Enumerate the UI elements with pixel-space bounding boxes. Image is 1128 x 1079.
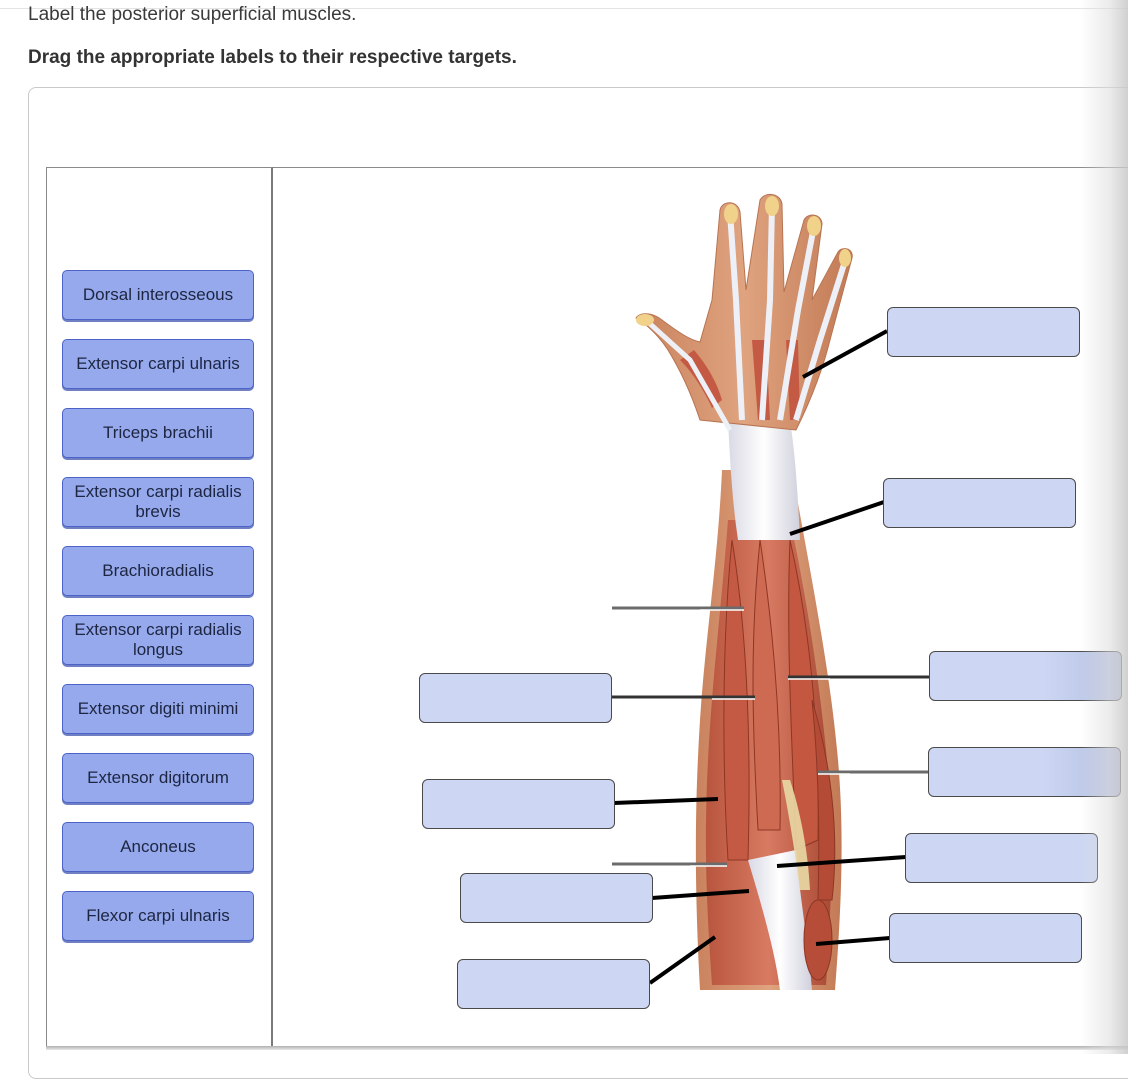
workspace-bottom-shadow	[46, 1046, 1128, 1050]
question-instruction: Label the posterior superficial muscles.	[28, 4, 357, 25]
label-chip-anconeus[interactable]: Anconeus	[62, 822, 254, 872]
drop-target-bottom-left[interactable]	[457, 959, 650, 1009]
drop-target-bottom-right[interactable]	[889, 913, 1082, 963]
label-chip-brachioradialis[interactable]: Brachioradialis	[62, 546, 254, 596]
label-chip-extensor-carpi-ulnaris[interactable]: Extensor carpi ulnaris	[62, 339, 254, 389]
drop-target-hand-dorsum[interactable]	[887, 307, 1080, 357]
label-chip-triceps-brachii[interactable]: Triceps brachii	[62, 408, 254, 458]
label-chip-extensor-digiti-minimi[interactable]: Extensor digiti minimi	[62, 684, 254, 734]
label-chip-extensor-digitorum[interactable]: Extensor digitorum	[62, 753, 254, 803]
drop-target-left-upper[interactable]	[419, 673, 612, 723]
drop-target-right-lower[interactable]	[905, 833, 1098, 883]
drop-target-wrist[interactable]	[883, 478, 1076, 528]
drop-target-left-lower[interactable]	[460, 873, 653, 923]
label-chip-flexor-carpi-ulnaris[interactable]: Flexor carpi ulnaris	[62, 891, 254, 941]
drop-target-right-upper[interactable]	[929, 651, 1122, 701]
label-chip-extensor-carpi-radialis-brevis[interactable]: Extensor carpi radialis brevis	[62, 477, 254, 527]
top-divider	[0, 8, 1128, 9]
label-chip-extensor-carpi-radialis-longus[interactable]: Extensor carpi radialis longus	[62, 615, 254, 665]
drop-target-left-middle[interactable]	[422, 779, 615, 829]
question-direction: Drag the appropriate labels to their res…	[28, 47, 517, 68]
label-chip-dorsal-interosseous[interactable]: Dorsal interosseous	[62, 270, 254, 320]
drop-target-right-middle[interactable]	[928, 747, 1121, 797]
